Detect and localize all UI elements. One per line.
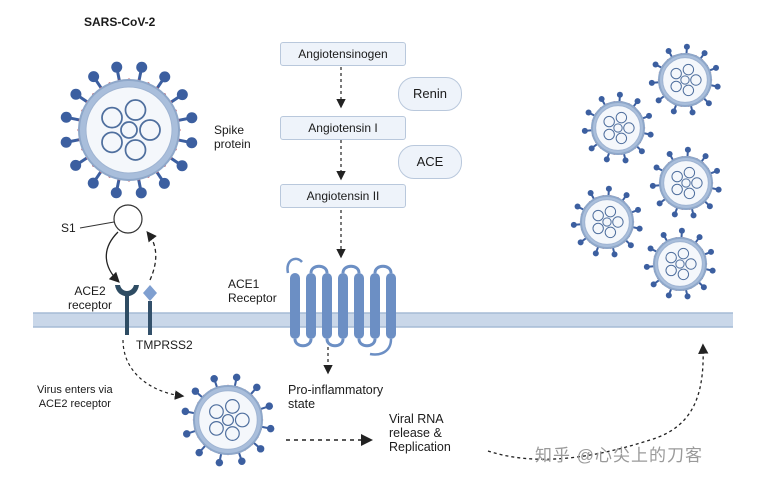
virus-title: SARS-CoV-2 — [84, 15, 156, 29]
ace1-receptor-shape — [286, 257, 396, 356]
entry-arrow — [122, 339, 185, 400]
tmprss2-shape — [143, 285, 157, 335]
spike-protein-label: Spike protein — [214, 123, 251, 151]
renin-pill: Renin — [398, 77, 462, 111]
virus-released-1 — [648, 43, 721, 116]
binding-arrow — [105, 231, 120, 283]
virus-enters-label: Virus enters via ACE2 receptor — [37, 384, 113, 410]
release-arrow — [146, 230, 157, 281]
ace2-receptor-shape — [115, 285, 139, 335]
watermark: 知乎 @心尖上的刀客 — [535, 446, 703, 465]
angiotensin-1-box: Angiotensin I — [280, 116, 406, 140]
s1-highlight — [113, 204, 143, 234]
virus-released-2 — [581, 91, 654, 164]
virus-main — [60, 61, 198, 199]
s1-pointer — [79, 221, 115, 229]
tmprss2-label: TMPRSS2 — [136, 338, 193, 352]
virus-released-3 — [649, 146, 722, 219]
virus-released-5 — [643, 227, 716, 300]
ace2-receptor-label: ACE2 receptor — [68, 284, 113, 312]
viral-rna-label: Viral RNA release & Replication — [389, 412, 451, 454]
virus-entering — [181, 373, 275, 467]
virus-group — [60, 43, 722, 467]
ace-pill: ACE — [398, 145, 462, 179]
s1-label: S1 — [61, 221, 76, 235]
cell-membrane — [33, 312, 733, 328]
angiotensinogen-box: Angiotensinogen — [280, 42, 406, 66]
virus-released-4 — [570, 185, 643, 258]
pathway-arrows — [323, 67, 346, 375]
ace1-receptor-label: ACE1 Receptor — [228, 277, 277, 305]
angiotensin-2-box: Angiotensin II — [280, 184, 406, 208]
release-wave-arrow — [487, 343, 709, 460]
pro-inflammatory-label: Pro-inflammatory state — [288, 383, 384, 411]
